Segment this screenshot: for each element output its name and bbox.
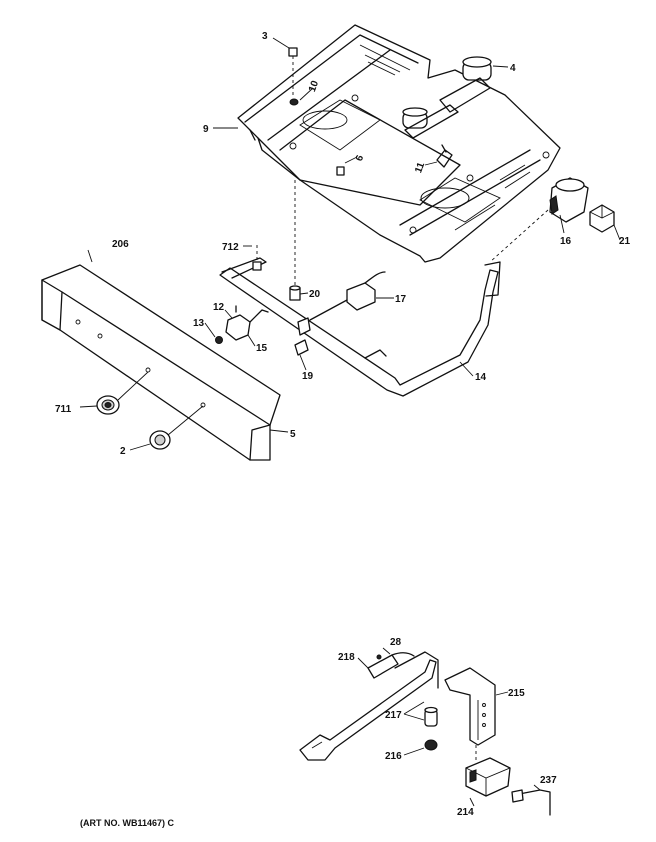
callout-21: 21: [619, 236, 631, 247]
knob-stem-13: [215, 336, 223, 344]
callout-13: 13: [193, 318, 205, 329]
leader-lines: [79, 37, 621, 807]
screw-3: [288, 47, 298, 95]
callout-9: 9: [203, 124, 209, 135]
electrode-17: [309, 271, 386, 321]
callout-14: 14: [475, 372, 487, 383]
callout-20: 20: [309, 289, 321, 300]
callout-6: 6: [354, 153, 366, 162]
callout-237: 237: [540, 775, 557, 786]
orifice-20: [289, 285, 301, 301]
wire-237: [511, 789, 551, 816]
callout-206: 206: [112, 239, 129, 250]
callout-11: 11: [413, 161, 427, 175]
bracket-215: [444, 667, 496, 746]
burner-box: [237, 24, 561, 263]
valve-15: [225, 305, 269, 341]
callout-labels: 3 4 10 9 6 11 206 712 16 21 20 17 12 13 …: [55, 31, 631, 818]
connector-21: [589, 204, 615, 233]
clip-10: [289, 98, 299, 106]
callout-5: 5: [290, 429, 296, 440]
callout-19: 19: [302, 371, 314, 382]
spark-module-16: [549, 177, 589, 223]
clip-28: [376, 654, 382, 660]
spark-igniter-218: [367, 652, 415, 679]
callout-28: 28: [390, 637, 402, 648]
callout-15: 15: [256, 343, 268, 354]
callout-16: 16: [560, 236, 572, 247]
bracket-11: [436, 144, 453, 168]
igniter-switch-4: [402, 56, 492, 139]
manifold-tube: [219, 257, 501, 397]
nut-216: [424, 739, 438, 751]
callout-218: 218: [338, 652, 355, 663]
callout-3: 3: [262, 31, 268, 42]
callout-215: 215: [508, 688, 525, 699]
control-panel-5: [41, 264, 281, 461]
art-number: (ART NO. WB11467) C: [80, 818, 175, 828]
callout-712: 712: [222, 242, 239, 253]
knob-2: [149, 405, 204, 450]
callout-711: 711: [55, 404, 72, 415]
callout-10: 10: [307, 79, 321, 94]
callout-214: 214: [457, 807, 474, 818]
callout-2: 2: [120, 446, 126, 457]
callout-17: 17: [395, 294, 407, 305]
callout-216: 216: [385, 751, 402, 762]
orifice-712: [252, 245, 262, 271]
switch-214: [465, 757, 511, 797]
screw-6: [336, 166, 345, 176]
callout-4: 4: [510, 63, 516, 74]
callout-217: 217: [385, 710, 402, 721]
bake-burner-tube: [299, 651, 439, 761]
knob-711: [96, 371, 149, 415]
bracket-19: [294, 317, 311, 356]
callout-12: 12: [213, 302, 225, 313]
grommet-217: [424, 706, 438, 727]
